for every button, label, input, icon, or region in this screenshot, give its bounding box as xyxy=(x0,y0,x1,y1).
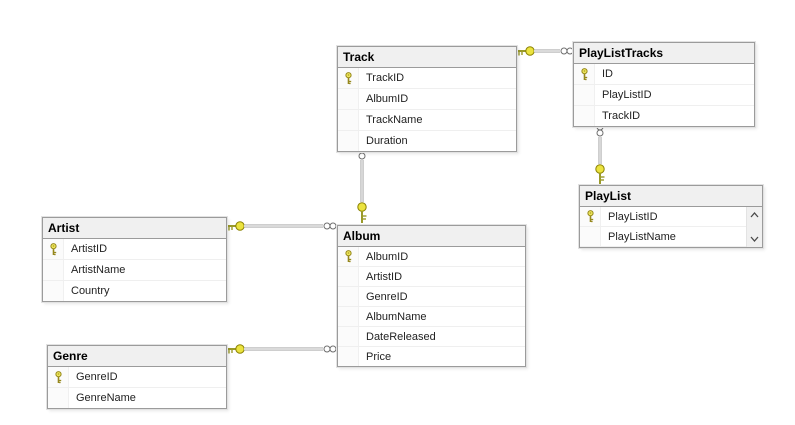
key-end-icon xyxy=(516,46,535,56)
primary-key-icon xyxy=(580,207,601,226)
column-name: ArtistName xyxy=(71,264,126,276)
key-cell-empty xyxy=(580,227,601,246)
column-name: AlbumID xyxy=(366,93,409,105)
column-row-trackname[interactable]: TrackName xyxy=(338,110,516,131)
column-list: GenreID GenreName xyxy=(48,367,226,408)
key-end-icon xyxy=(226,221,245,231)
column-row-id[interactable]: ID xyxy=(574,64,754,85)
column-name: GenreID xyxy=(76,371,118,383)
column-row-price[interactable]: Price xyxy=(338,347,525,366)
column-list: ID PlayListID TrackID xyxy=(574,64,754,126)
column-row-datereleased[interactable]: DateReleased xyxy=(338,327,525,347)
key-end-icon xyxy=(357,202,367,223)
chevron-up-icon[interactable] xyxy=(749,210,761,220)
column-name: DateReleased xyxy=(366,330,436,343)
key-cell-empty xyxy=(338,89,359,109)
column-row-playlistid[interactable]: PlayListID xyxy=(580,207,746,227)
key-cell-empty xyxy=(338,267,359,286)
primary-key-icon xyxy=(338,247,359,266)
infinity-end-icon xyxy=(560,47,574,55)
key-cell-empty xyxy=(48,388,69,408)
infinity-end-icon xyxy=(323,345,337,353)
column-name: TrackID xyxy=(366,72,405,84)
key-cell-empty xyxy=(338,307,359,326)
column-row-artistname[interactable]: ArtistName xyxy=(43,260,226,281)
column-row-duration[interactable]: Duration xyxy=(338,131,516,151)
relationship-genre-album[interactable] xyxy=(226,344,337,354)
column-name: Country xyxy=(71,285,110,297)
table-playlisttracks[interactable]: PlayListTracks ID PlayListID TrackID xyxy=(573,42,755,127)
table-title[interactable]: Track xyxy=(338,47,516,68)
key-cell-empty xyxy=(43,281,64,301)
column-name: ArtistID xyxy=(366,270,403,283)
column-row-albumname[interactable]: AlbumName xyxy=(338,307,525,327)
relationship-track-playlisttracks[interactable] xyxy=(516,46,574,56)
column-name: ID xyxy=(602,68,613,80)
column-name: AlbumName xyxy=(366,310,427,323)
table-title[interactable]: PlayList xyxy=(580,186,762,207)
column-row-artistid[interactable]: ArtistID xyxy=(43,239,226,260)
table-scrollbar[interactable] xyxy=(746,207,762,247)
key-cell-empty xyxy=(338,347,359,366)
column-row-albumid[interactable]: AlbumID xyxy=(338,247,525,267)
key-cell-empty xyxy=(338,110,359,130)
primary-key-icon xyxy=(338,68,359,88)
column-row-trackid[interactable]: TrackID xyxy=(574,106,754,126)
column-name: TrackID xyxy=(602,110,641,122)
column-name: PlayListName xyxy=(608,230,676,243)
relationship-album-track[interactable] xyxy=(357,146,367,223)
column-name: GenreID xyxy=(366,290,408,303)
column-name: PlayListID xyxy=(602,89,652,101)
key-end-icon xyxy=(226,344,245,354)
table-title[interactable]: Artist xyxy=(43,218,226,239)
column-row-country[interactable]: Country xyxy=(43,281,226,301)
primary-key-icon xyxy=(43,239,64,259)
infinity-end-icon xyxy=(323,222,337,230)
column-name: Price xyxy=(366,350,392,363)
primary-key-icon xyxy=(48,367,69,387)
chevron-down-icon[interactable] xyxy=(749,234,761,244)
table-genre[interactable]: Genre GenreID GenreName xyxy=(47,345,227,409)
relationship-playlist-playlisttracks[interactable] xyxy=(595,123,605,184)
column-row-genreid[interactable]: GenreID xyxy=(338,287,525,307)
column-name: PlayListID xyxy=(608,210,658,223)
key-cell-empty xyxy=(574,106,595,126)
table-title[interactable]: Genre xyxy=(48,346,226,367)
key-cell-empty xyxy=(338,131,359,151)
column-row-playlistid[interactable]: PlayListID xyxy=(574,85,754,106)
primary-key-icon xyxy=(574,64,595,84)
table-playlist[interactable]: PlayList PlayListID PlayListName xyxy=(579,185,763,248)
column-name: ArtistID xyxy=(71,243,108,255)
column-name: Duration xyxy=(366,135,408,147)
key-cell-empty xyxy=(43,260,64,280)
key-cell-empty xyxy=(338,287,359,306)
column-row-genreid[interactable]: GenreID xyxy=(48,367,226,388)
column-row-artistid[interactable]: ArtistID xyxy=(338,267,525,287)
column-name: GenreName xyxy=(76,392,136,404)
table-title[interactable]: PlayListTracks xyxy=(574,43,754,64)
key-end-icon xyxy=(595,164,605,184)
key-cell-empty xyxy=(338,327,359,346)
key-cell-empty xyxy=(574,85,595,105)
column-row-genrename[interactable]: GenreName xyxy=(48,388,226,408)
column-name: TrackName xyxy=(366,114,423,126)
column-row-trackid[interactable]: TrackID xyxy=(338,68,516,89)
relationship-artist-album[interactable] xyxy=(226,221,337,231)
column-row-albumid[interactable]: AlbumID xyxy=(338,89,516,110)
column-list: PlayListID PlayListName xyxy=(580,207,762,247)
column-row-playlistname[interactable]: PlayListName xyxy=(580,227,746,247)
column-name: AlbumID xyxy=(366,250,409,263)
table-title[interactable]: Album xyxy=(338,226,525,247)
